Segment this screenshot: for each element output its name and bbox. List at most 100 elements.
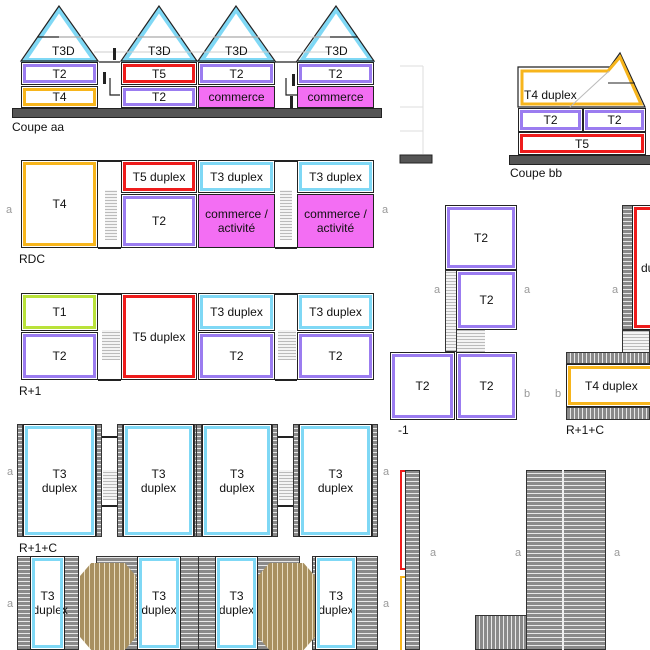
roof-unit: T3D — [225, 44, 248, 58]
balcony — [117, 424, 123, 537]
balcony — [293, 424, 299, 537]
unit-t3-duplex: T3 duplex — [299, 424, 372, 537]
coupe-bb-roof — [517, 51, 646, 108]
wall — [278, 436, 293, 438]
staircase — [280, 190, 292, 240]
unit-label: T3 duplex — [140, 466, 177, 495]
unit-t2: T2 — [198, 332, 275, 380]
section-marker-a: a — [383, 466, 390, 478]
unit-t3-duplex: T3 duplex — [215, 556, 258, 650]
wall — [275, 247, 297, 249]
unit-label: commerce — [208, 90, 265, 104]
unit-label: T5 duplex — [132, 169, 186, 184]
wall — [98, 160, 121, 162]
balcony — [372, 424, 378, 537]
roof-slope — [566, 407, 650, 420]
unit-label: T4 duplex — [585, 378, 638, 393]
unit-t5-edge — [400, 470, 405, 570]
unit-label: T3 duplex — [309, 169, 362, 184]
section-marker-a: a — [515, 547, 522, 559]
wall — [98, 247, 121, 249]
wall — [275, 293, 297, 295]
staircase — [457, 330, 485, 352]
unit-label: T2 — [52, 66, 67, 81]
section-marker-a: a — [524, 284, 531, 296]
staircase — [102, 330, 120, 360]
unit-t1: T1 — [21, 293, 98, 331]
unit-t5-duplex: T5 duplex — [121, 293, 197, 380]
section-marker-a: a — [612, 284, 619, 296]
wall — [98, 379, 121, 381]
coupe-aa-roofs — [19, 4, 376, 108]
wooden-terrace — [258, 563, 315, 650]
unit-label: T2 — [415, 379, 430, 393]
unit-commerce: commerce — [198, 86, 275, 108]
wooden-terrace — [80, 563, 136, 650]
unit-label: commerce — [307, 90, 364, 104]
unit-t5-duplex: du — [632, 205, 650, 330]
unit-label: T2 — [151, 214, 166, 228]
unit-label: T3 duplex — [141, 589, 177, 617]
ground-line — [509, 155, 650, 165]
unit-label: T3 duplex — [317, 466, 354, 495]
unit-label: T3 duplex — [219, 466, 255, 495]
unit-commerce: commerce — [297, 86, 374, 108]
unit-label: T2 — [479, 293, 494, 307]
unit-label: T4 duplex — [524, 88, 577, 102]
plan-title: RDC — [19, 252, 45, 266]
unit-label: T3 duplex — [41, 466, 78, 495]
unit-label: T5 — [574, 136, 589, 151]
unit-label: T3 duplex — [309, 305, 362, 319]
unit-t2: T2 — [456, 270, 517, 330]
unit-label: T4 — [52, 197, 67, 211]
unit-label: T2 — [543, 113, 558, 127]
unit-label: T3 duplex — [318, 589, 354, 617]
roof-slope — [526, 470, 606, 650]
unit-t2: T2 — [518, 108, 583, 132]
unit-commerce: commerce / activité — [198, 194, 275, 248]
unit-t4-duplex: T4 duplex — [566, 364, 650, 407]
roof-unit: T3D — [148, 44, 171, 58]
unit-t3-duplex: T3 duplex — [198, 160, 275, 193]
unit-t4-edge — [400, 576, 405, 650]
unit-t5: T5 — [121, 62, 197, 85]
staircase — [279, 470, 293, 500]
unit-label: T3 duplex — [210, 169, 263, 184]
unit-t3-duplex: T3 duplex — [30, 556, 68, 650]
unit-t2: T2 — [21, 62, 98, 85]
roof-slope — [566, 352, 650, 364]
unit-label: T3 duplex — [218, 589, 255, 617]
staircase — [278, 330, 296, 360]
roof-slope — [405, 470, 420, 650]
unit-label: T3 duplex — [210, 305, 263, 319]
coupe-bb-title: Coupe bb — [510, 166, 563, 180]
unit-label: du — [641, 260, 650, 275]
section-marker-a: a — [383, 598, 390, 610]
unit-t4: T4 — [21, 86, 98, 108]
plan-title: R+1+C — [19, 541, 58, 555]
section-marker-a: a — [434, 284, 441, 296]
unit-t3-duplex: T3 duplex — [297, 293, 374, 331]
unit-label: T2 — [52, 349, 67, 363]
wall — [278, 505, 293, 507]
balcony — [196, 424, 202, 537]
unit-commerce: commerce / activité — [297, 194, 374, 248]
roof-unit: T3D — [325, 44, 348, 58]
unit-label: commerce / activité — [205, 207, 268, 235]
staircase — [105, 190, 117, 240]
section-marker-b: b — [555, 388, 562, 400]
unit-t3-duplex: T3 duplex — [23, 424, 96, 537]
wall — [98, 293, 121, 295]
section-marker-a: a — [7, 598, 14, 610]
unit-t2: T2 — [198, 62, 275, 85]
wall — [102, 436, 117, 438]
unit-t3-duplex: T3 duplex — [198, 293, 275, 331]
unit-label: T2 — [607, 113, 622, 127]
balcony — [272, 424, 278, 537]
unit-label: T3 duplex — [32, 589, 68, 617]
balcony — [96, 424, 102, 537]
unit-t3-duplex: T3 duplex — [297, 160, 374, 193]
wall — [102, 505, 117, 507]
wall — [275, 379, 297, 381]
